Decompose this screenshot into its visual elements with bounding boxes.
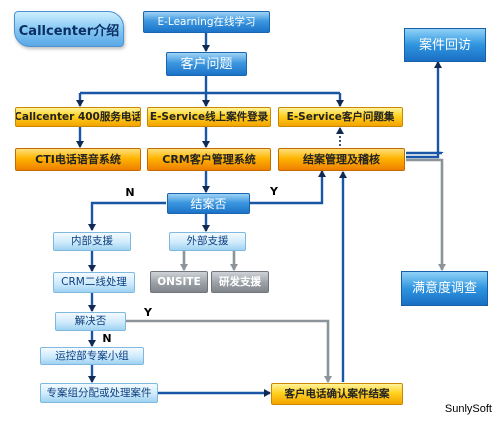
case-revisit-box: 案件回访 [404, 28, 486, 62]
confirm-close-box: 客户电话确认案件结案 [271, 383, 403, 405]
customer-problem-box: 客户问题 [166, 52, 247, 76]
external-support-box: 外部支援 [169, 232, 246, 251]
label-y-resolved: Y [144, 306, 152, 318]
case-closed-decision: 结案否 [167, 193, 250, 214]
internal-support-box: 内部支援 [53, 232, 131, 251]
arrow-resolved-yes-confirm [126, 319, 332, 383]
crm-second-line-box: CRM二线处理 [53, 272, 135, 293]
eservice-login-box: E-Service线上案件登录 [147, 107, 271, 127]
case-audit-box: 结案管理及稽核 [278, 148, 405, 171]
eservice-faq-box: E-Service客户问题集 [278, 107, 403, 127]
elearning-box: E-Learning在线学习 [143, 11, 270, 33]
arrow-closed-yes-audit [250, 170, 326, 205]
arrow-problem-to-channels [80, 76, 340, 95]
assign-case-box: 专案组分配或处理案件 [40, 383, 158, 403]
resolved-decision: 解决否 [55, 312, 126, 331]
arrow-audit-to-satisfaction [406, 151, 444, 155]
crm-system-box: CRM客户管理系统 [147, 148, 271, 171]
onsite-box: ONSITE [150, 271, 208, 293]
arrow-closed-no-internal [88, 201, 166, 231]
label-n-closed: N [125, 186, 135, 198]
brand-label: SunlySoft [444, 403, 492, 415]
rd-support-box: 研发支援 [211, 271, 269, 293]
label-y-closed: Y [270, 185, 278, 197]
arrow-audit-to-satisfaction-grey [406, 158, 446, 271]
callcenter-400-box: Callcenter 400服务电话 [15, 107, 141, 127]
ops-team-box: 运控部专案小组 [40, 347, 144, 365]
arrow-audit-to-revisit [406, 61, 442, 159]
label-n-resolved: N [102, 332, 112, 344]
satisfaction-survey-box: 满意度调查 [401, 271, 488, 306]
page-title: Callcenter介绍 [14, 11, 124, 47]
cti-box: CTI电话语音系统 [15, 148, 141, 171]
